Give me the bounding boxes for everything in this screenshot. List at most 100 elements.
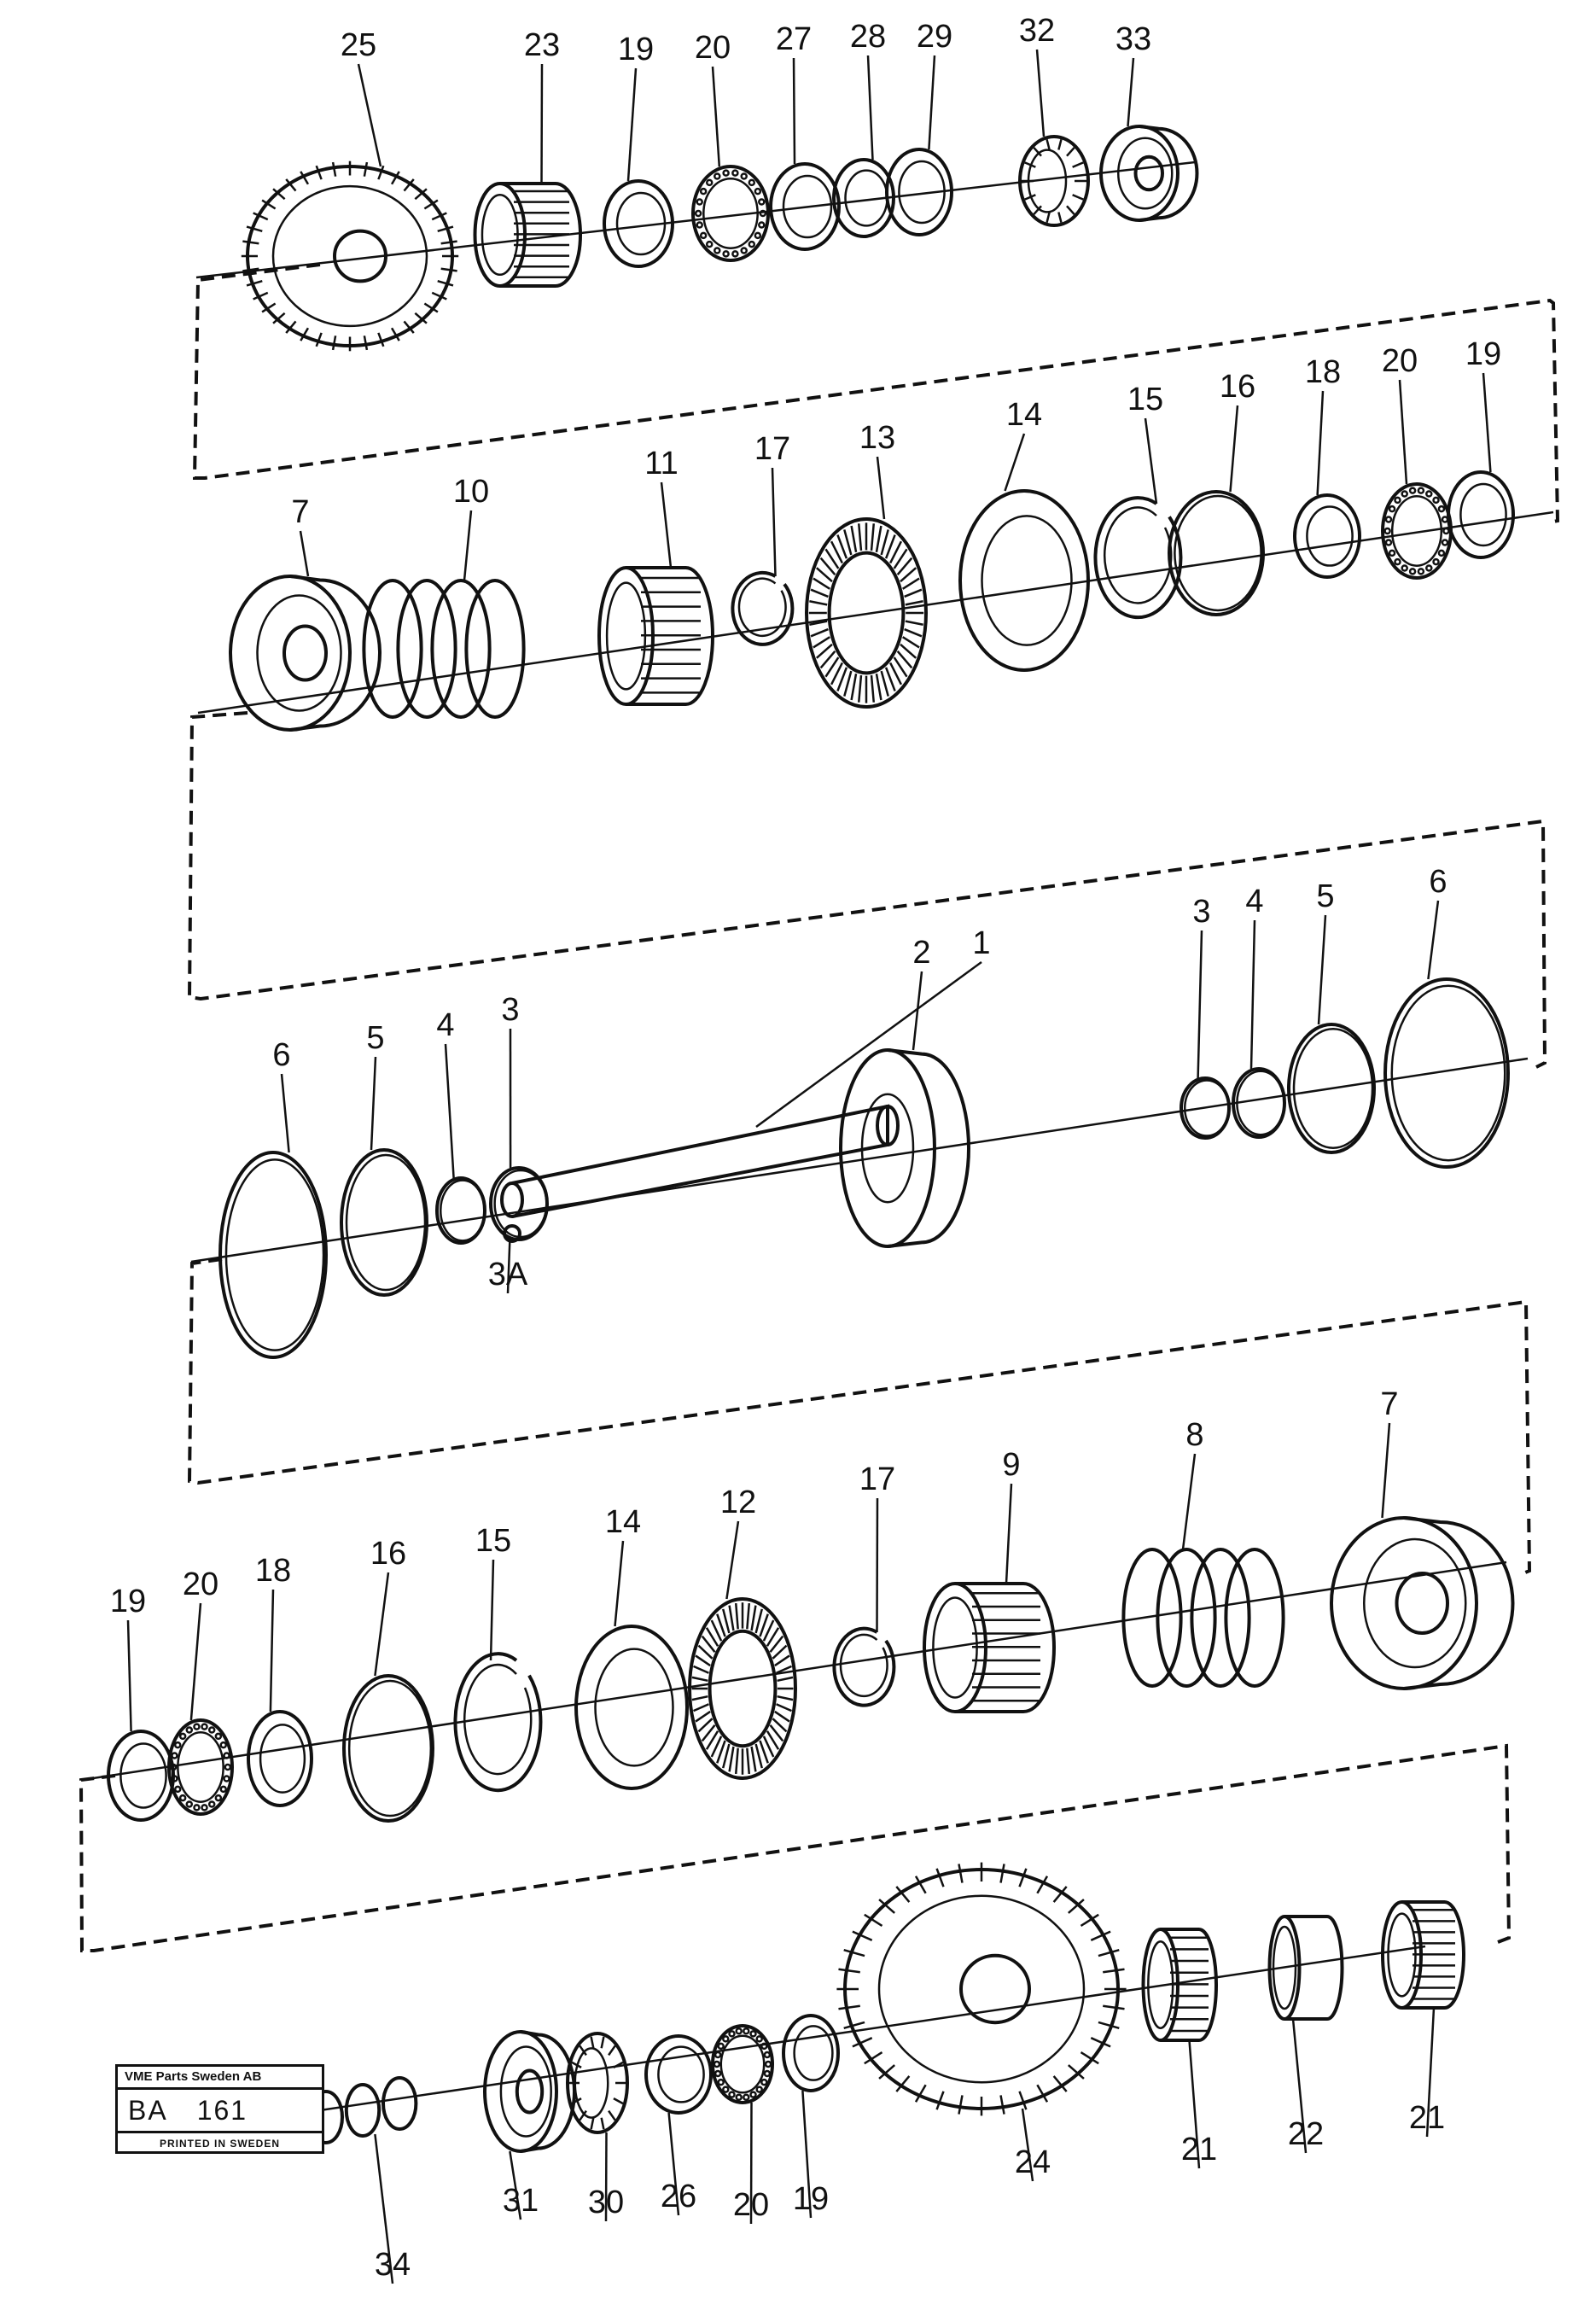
leader-line-part-6 xyxy=(280,1073,290,1153)
leader-line-part-17 xyxy=(771,467,777,577)
part-label-14: 14 xyxy=(1006,397,1042,433)
part-19-washer-shape xyxy=(782,2014,840,2092)
leader-line-part-4 xyxy=(444,1043,455,1179)
part-label-33: 33 xyxy=(1115,21,1151,57)
title-block-printed: PRINTED IN SWEDEN xyxy=(159,2138,280,2150)
part-label-30: 30 xyxy=(588,2185,624,2220)
part-7-cup-shape xyxy=(229,575,382,732)
part-10-spring-shape xyxy=(362,579,526,719)
leader-line-part-20 xyxy=(1398,379,1408,485)
part-label-19: 19 xyxy=(1465,336,1501,372)
part-26-washer-shape xyxy=(644,2034,713,2115)
part-8-spring-shape xyxy=(1121,1548,1285,1688)
part-label-15: 15 xyxy=(475,1523,511,1559)
part-label-4: 4 xyxy=(1245,884,1263,919)
leader-line-part-15 xyxy=(1144,417,1158,505)
leader-line-part-19 xyxy=(1482,372,1492,473)
part-label-16: 16 xyxy=(1220,369,1255,405)
part-label-29: 29 xyxy=(917,19,952,55)
part-label-19: 19 xyxy=(110,1584,146,1619)
title-block-code: BA 161 xyxy=(118,2090,322,2133)
leader-line-part-28 xyxy=(866,55,874,160)
part-18-washer-shape xyxy=(247,1710,313,1807)
axis-row1 xyxy=(195,160,1196,279)
leader-line-part-13 xyxy=(876,456,886,520)
part-label-21: 21 xyxy=(1409,2100,1445,2136)
part-label-7: 7 xyxy=(1380,1386,1398,1422)
title-block-company: VME Parts Sweden AB xyxy=(118,2067,322,2090)
leader-line-part-11 xyxy=(660,481,673,569)
part-16-ring-shape xyxy=(342,1674,434,1823)
part-label-25: 25 xyxy=(341,27,376,63)
part-31-cup-shape xyxy=(483,2030,576,2153)
part-27-washer-shape xyxy=(769,162,841,251)
part-2-hub-shape xyxy=(839,1048,970,1248)
axis-row5 xyxy=(302,1945,1426,2115)
leader-line-part-26 xyxy=(667,2112,680,2216)
leader-line-part-15 xyxy=(489,1559,495,1661)
part-label-3A: 3A xyxy=(488,1257,528,1292)
connector-row2-row3 xyxy=(187,711,1547,1069)
part-label-27: 27 xyxy=(776,21,812,57)
part-label-12: 12 xyxy=(720,1485,756,1520)
part-label-3: 3 xyxy=(501,992,519,1028)
part-7-cup-shape xyxy=(1330,1516,1515,1690)
title-block-code-prefix: BA xyxy=(128,2095,168,2126)
leader-line-part-18 xyxy=(269,1589,275,1712)
leader-line-part-10 xyxy=(463,510,473,581)
part-24-gear-shape xyxy=(836,1862,1127,2116)
part-21-bearing-shape xyxy=(1141,1928,1218,2042)
part-17-split-shape xyxy=(832,1626,896,1707)
part-label-6: 6 xyxy=(1429,864,1447,900)
leader-line-part-21 xyxy=(1425,2007,1436,2138)
part-label-10: 10 xyxy=(453,474,489,510)
leader-line-part-3A xyxy=(506,1240,511,1294)
part-label-13: 13 xyxy=(859,420,895,456)
title-block-code-number: 161 xyxy=(196,2095,248,2126)
leader-line-part-3 xyxy=(1197,930,1203,1079)
leader-line-part-23 xyxy=(540,63,544,184)
leader-line-part-24 xyxy=(1021,2108,1034,2182)
part-label-28: 28 xyxy=(850,19,886,55)
part-14-washer-shape xyxy=(958,489,1090,672)
part-label-19: 19 xyxy=(618,32,654,67)
leader-line-part-29 xyxy=(928,55,936,150)
leader-line-part-9 xyxy=(1005,1483,1013,1584)
part-label-14: 14 xyxy=(605,1504,641,1540)
part-19-washer-shape xyxy=(1447,470,1515,559)
leader-line-part-8 xyxy=(1181,1453,1197,1550)
part-label-2: 2 xyxy=(912,935,930,971)
part-25-gear-shape xyxy=(241,160,459,352)
leader-line-part-20 xyxy=(711,66,721,167)
part-label-6: 6 xyxy=(272,1037,290,1073)
part-5-ring-shape xyxy=(340,1148,428,1297)
part-label-5: 5 xyxy=(366,1020,384,1056)
part-label-16: 16 xyxy=(370,1536,406,1572)
part-33-cup-shape xyxy=(1099,125,1199,222)
leader-line-part-31 xyxy=(509,2150,522,2220)
part-15-split-shape xyxy=(453,1652,543,1793)
part-label-20: 20 xyxy=(695,30,731,66)
part-label-32: 32 xyxy=(1019,13,1055,49)
part-17-split-shape xyxy=(731,570,795,646)
leader-line-part-16 xyxy=(374,1572,390,1677)
part-label-11: 11 xyxy=(644,446,678,481)
leader-line-part-1 xyxy=(755,960,982,1129)
part-label-8: 8 xyxy=(1185,1417,1203,1453)
part-label-3: 3 xyxy=(1192,894,1210,930)
part-20-needle-shape xyxy=(691,165,770,262)
part-14-washer-shape xyxy=(574,1625,689,1790)
leader-line-part-25 xyxy=(357,63,382,167)
part-label-21: 21 xyxy=(1181,2132,1217,2167)
part-label-7: 7 xyxy=(291,494,309,530)
leader-line-part-20 xyxy=(749,2102,753,2225)
part-label-18: 18 xyxy=(1305,354,1341,390)
part-3-ring-shape xyxy=(1180,1076,1231,1140)
part-label-18: 18 xyxy=(255,1553,291,1589)
part-3A-ball-shape xyxy=(503,1224,521,1243)
leader-line-part-6 xyxy=(1427,900,1440,980)
part-21-bearing-shape xyxy=(1381,1900,1465,2010)
leader-line-part-17 xyxy=(876,1497,879,1633)
